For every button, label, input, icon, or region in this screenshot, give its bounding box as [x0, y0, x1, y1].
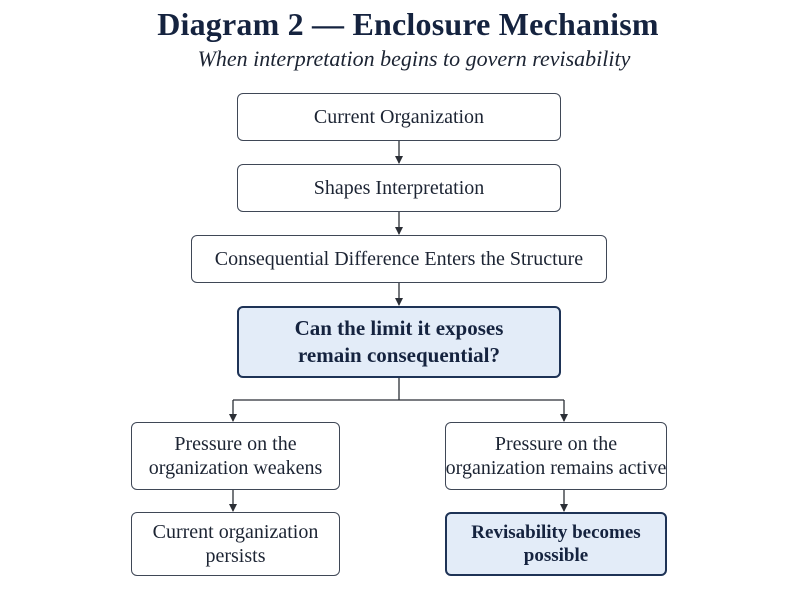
- node-shapes-interpretation-label: Shapes Interpretation: [313, 177, 485, 199]
- node-pressure-weakens-line-1: Pressure on the: [174, 433, 297, 455]
- node-organization-persists-line-1: Current organization: [152, 521, 319, 543]
- node-pressure-active: Pressure on the organization remains act…: [445, 422, 667, 490]
- node-revisability-possible: Revisability becomes possible: [445, 512, 667, 576]
- node-organization-persists-line-2: persists: [205, 545, 266, 567]
- decision-node-line-1: Can the limit it exposes: [294, 316, 504, 340]
- node-shapes-interpretation: Shapes Interpretation: [237, 164, 561, 212]
- node-revisability-possible-line-2: possible: [523, 545, 589, 566]
- node-current-organization: Current Organization: [237, 93, 561, 141]
- node-pressure-active-line-2: organization remains active: [445, 457, 667, 479]
- decision-node-line-2: remain consequential?: [297, 343, 501, 367]
- node-pressure-weakens: Pressure on the organization weakens: [131, 422, 340, 490]
- decision-node: Can the limit it exposes remain conseque…: [237, 306, 561, 378]
- diagram-title: Diagram 2 — Enclosure Mechanism: [157, 6, 659, 42]
- node-pressure-weakens-line-2: organization weakens: [148, 457, 323, 479]
- node-organization-persists: Current organization persists: [131, 512, 340, 576]
- diagram-subtitle: When interpretation begins to govern rev…: [197, 46, 631, 71]
- node-revisability-possible-line-1: Revisability becomes: [471, 522, 641, 543]
- node-consequential-difference-label: Consequential Difference Enters the Stru…: [214, 248, 584, 270]
- node-current-organization-label: Current Organization: [313, 106, 485, 128]
- node-pressure-active-line-1: Pressure on the: [494, 433, 618, 455]
- node-consequential-difference: Consequential Difference Enters the Stru…: [191, 235, 607, 283]
